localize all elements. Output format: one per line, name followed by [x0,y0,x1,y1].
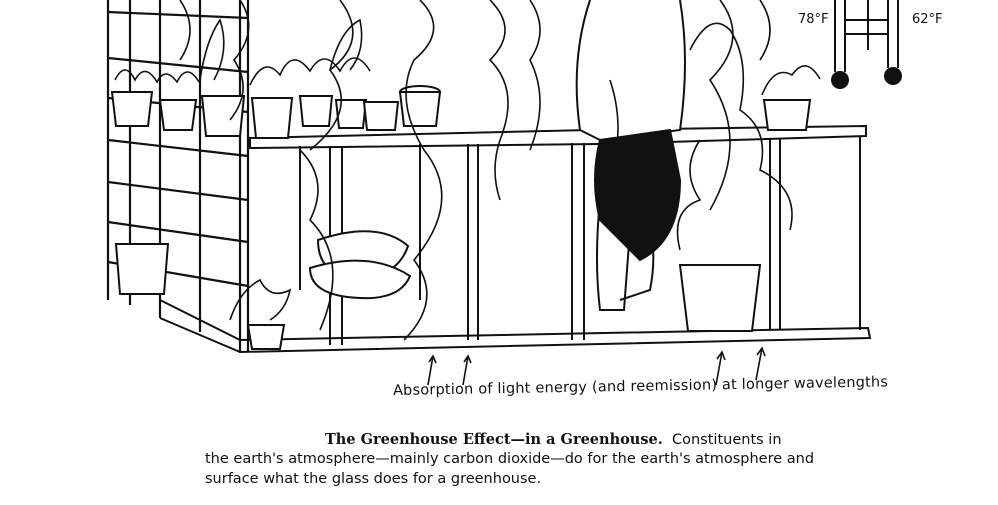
greenhouse-floor [239,326,872,354]
absorption-arrows [427,346,766,386]
light-rays [179,0,771,341]
caption-title: The Greenhouse Effect—in a Greenhouse. [325,431,663,448]
caption-line-3: surface what the glass does for a greenh… [205,471,542,487]
sacks [308,230,412,300]
caption-line-1: The Greenhouse Effect—in a Greenhouse. C… [325,429,782,451]
thermometer-right [884,0,902,85]
thermometer-left [831,0,849,89]
left-thermometer-reading: 78°F [798,12,829,27]
person [575,0,686,311]
lattice-wall [106,0,250,352]
caption-line-2: the earth's atmosphere—mainly carbon dio… [205,451,815,467]
flower-pots [110,85,812,350]
plants [114,18,821,321]
caption-line-1-rest: Constituents in [672,432,782,448]
bucket [114,243,170,295]
right-thermometer-reading: 62°F [912,12,943,27]
